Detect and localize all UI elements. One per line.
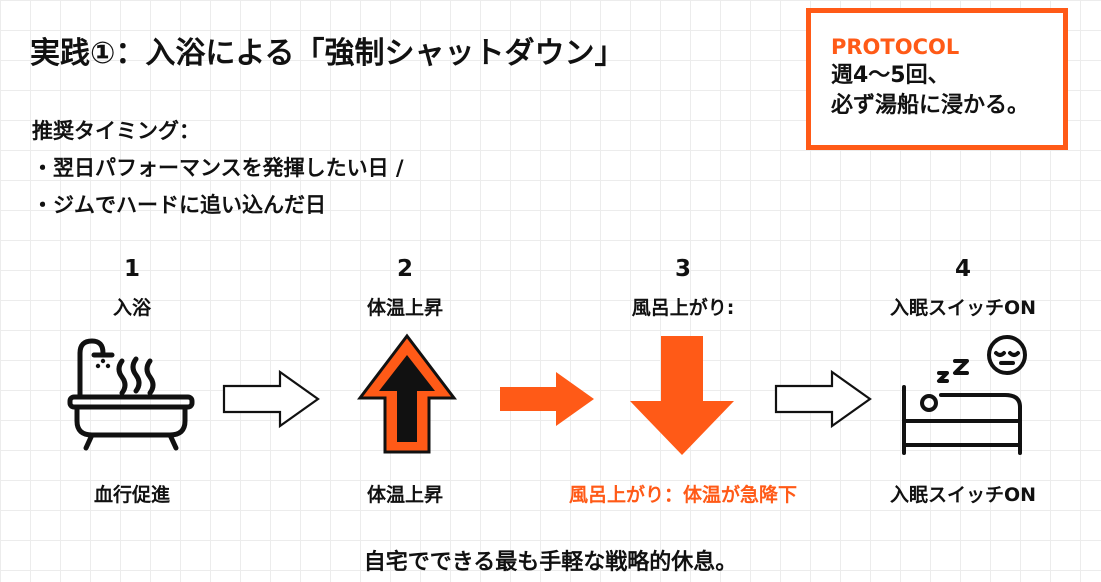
step-3-number: 3 <box>674 256 691 282</box>
step-4-caption: 入眠スイッチON <box>889 484 1037 506</box>
step-4-label: 入眠スイッチON <box>889 297 1037 319</box>
step-1-label: 入浴 <box>112 297 151 319</box>
arrow-right-outline-icon <box>774 369 872 429</box>
timing-item: ・ジムでハードに追い込んだ日 <box>32 193 326 217</box>
sleeping-bed-icon <box>902 335 1027 455</box>
timing-heading: 推奨タイミング： <box>32 119 200 143</box>
protocol-label: PROTOCOL <box>831 35 960 59</box>
arrow-down-icon <box>630 336 734 455</box>
page-title: 実践①：入浴による「強制シャットダウン」 <box>30 36 625 71</box>
protocol-line-2: 必ず湯船に浸かる。 <box>831 93 1030 118</box>
step-2-number: 2 <box>396 256 413 282</box>
step-3-caption: 風呂上がり：体温が急降下 <box>568 484 797 506</box>
bathtub-icon <box>67 338 195 451</box>
protocol-line-1: 週4〜5回、 <box>831 63 950 88</box>
footer-text: 自宅でできる最も手軽な戦略的休息。 <box>363 550 738 575</box>
step-1-caption: 血行促進 <box>93 484 170 506</box>
protocol-box: PROTOCOL 週4〜5回、 必ず湯船に浸かる。 <box>806 8 1068 150</box>
step-1-number: 1 <box>123 256 140 282</box>
step-2-caption: 体温上昇 <box>366 484 443 506</box>
timing-section: 推奨タイミング： ・翌日パフォーマンスを発揮したい日 / ・ジムでハードに追い込… <box>32 113 404 224</box>
step-3-label: 風呂上がり: <box>631 297 735 319</box>
step-4-number: 4 <box>954 256 971 282</box>
timing-item: ・翌日パフォーマンスを発揮したい日 / <box>32 156 404 180</box>
arrow-right-orange-icon <box>500 372 594 426</box>
arrow-up-icon <box>356 333 458 454</box>
step-2-label: 体温上昇 <box>366 297 443 319</box>
arrow-right-outline-icon <box>222 369 320 429</box>
